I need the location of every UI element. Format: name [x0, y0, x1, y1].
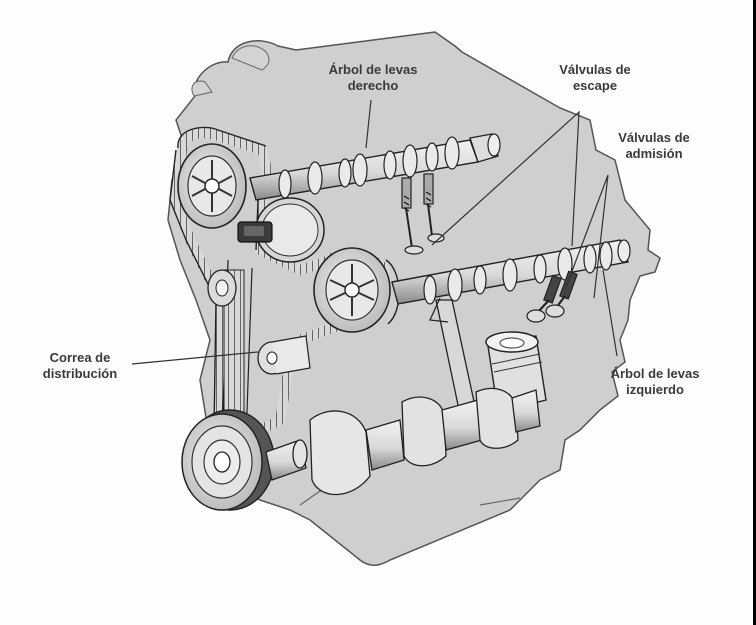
- tensioner-pulley: [237, 197, 325, 263]
- belt-idler-pulley: [257, 335, 311, 375]
- leader-right-camshaft: [365, 99, 372, 149]
- label-intake-valves: Válvulas de admisión: [606, 130, 702, 162]
- label-timing-belt: Correa de distribución: [30, 350, 130, 382]
- label-exhaust-valves-line2: escape: [572, 78, 618, 93]
- label-timing-belt-line2: distribución: [42, 366, 118, 381]
- right-camshaft: [249, 133, 501, 201]
- leader-lines: [131, 99, 618, 365]
- label-right-camshaft-line1: Árbol de levas: [328, 62, 418, 77]
- left-cam-sprocket: [313, 247, 400, 333]
- label-right-camshaft-line2: derecho: [347, 78, 399, 93]
- leader-timing-belt: [131, 351, 259, 365]
- crankshaft: [265, 387, 541, 496]
- label-right-camshaft: Árbol de levas derecho: [318, 62, 428, 94]
- leader-exhaust-valves: [431, 110, 580, 247]
- label-left-camshaft-line2: izquierdo: [626, 382, 684, 397]
- label-intake-valves-line2: admisión: [625, 146, 683, 161]
- timing-belt: [169, 128, 391, 446]
- label-left-camshaft-line1: Árbol de levas: [610, 366, 700, 381]
- engine-block-lobe-left: [191, 80, 213, 97]
- leader-left-camshaft: [602, 269, 618, 357]
- intake-valve-pair: [526, 270, 578, 323]
- label-intake-valves-line1: Válvulas de: [618, 130, 690, 145]
- left-camshaft: [391, 239, 631, 305]
- right-cam-sprocket: [177, 143, 247, 229]
- crankshaft-pulley: [181, 409, 275, 511]
- leader-intake-valves: [564, 174, 609, 299]
- lower-idler-pulley: [207, 269, 237, 307]
- exhaust-valve-pair: [401, 173, 445, 255]
- frame-border: [753, 0, 756, 625]
- label-left-camshaft: Árbol de levas izquierdo: [600, 366, 710, 398]
- label-timing-belt-line1: Correa de: [49, 350, 111, 365]
- engine-block-lobe-top: [231, 45, 270, 71]
- label-exhaust-valves-line1: Válvulas de: [559, 62, 631, 77]
- label-exhaust-valves: Válvulas de escape: [550, 62, 640, 94]
